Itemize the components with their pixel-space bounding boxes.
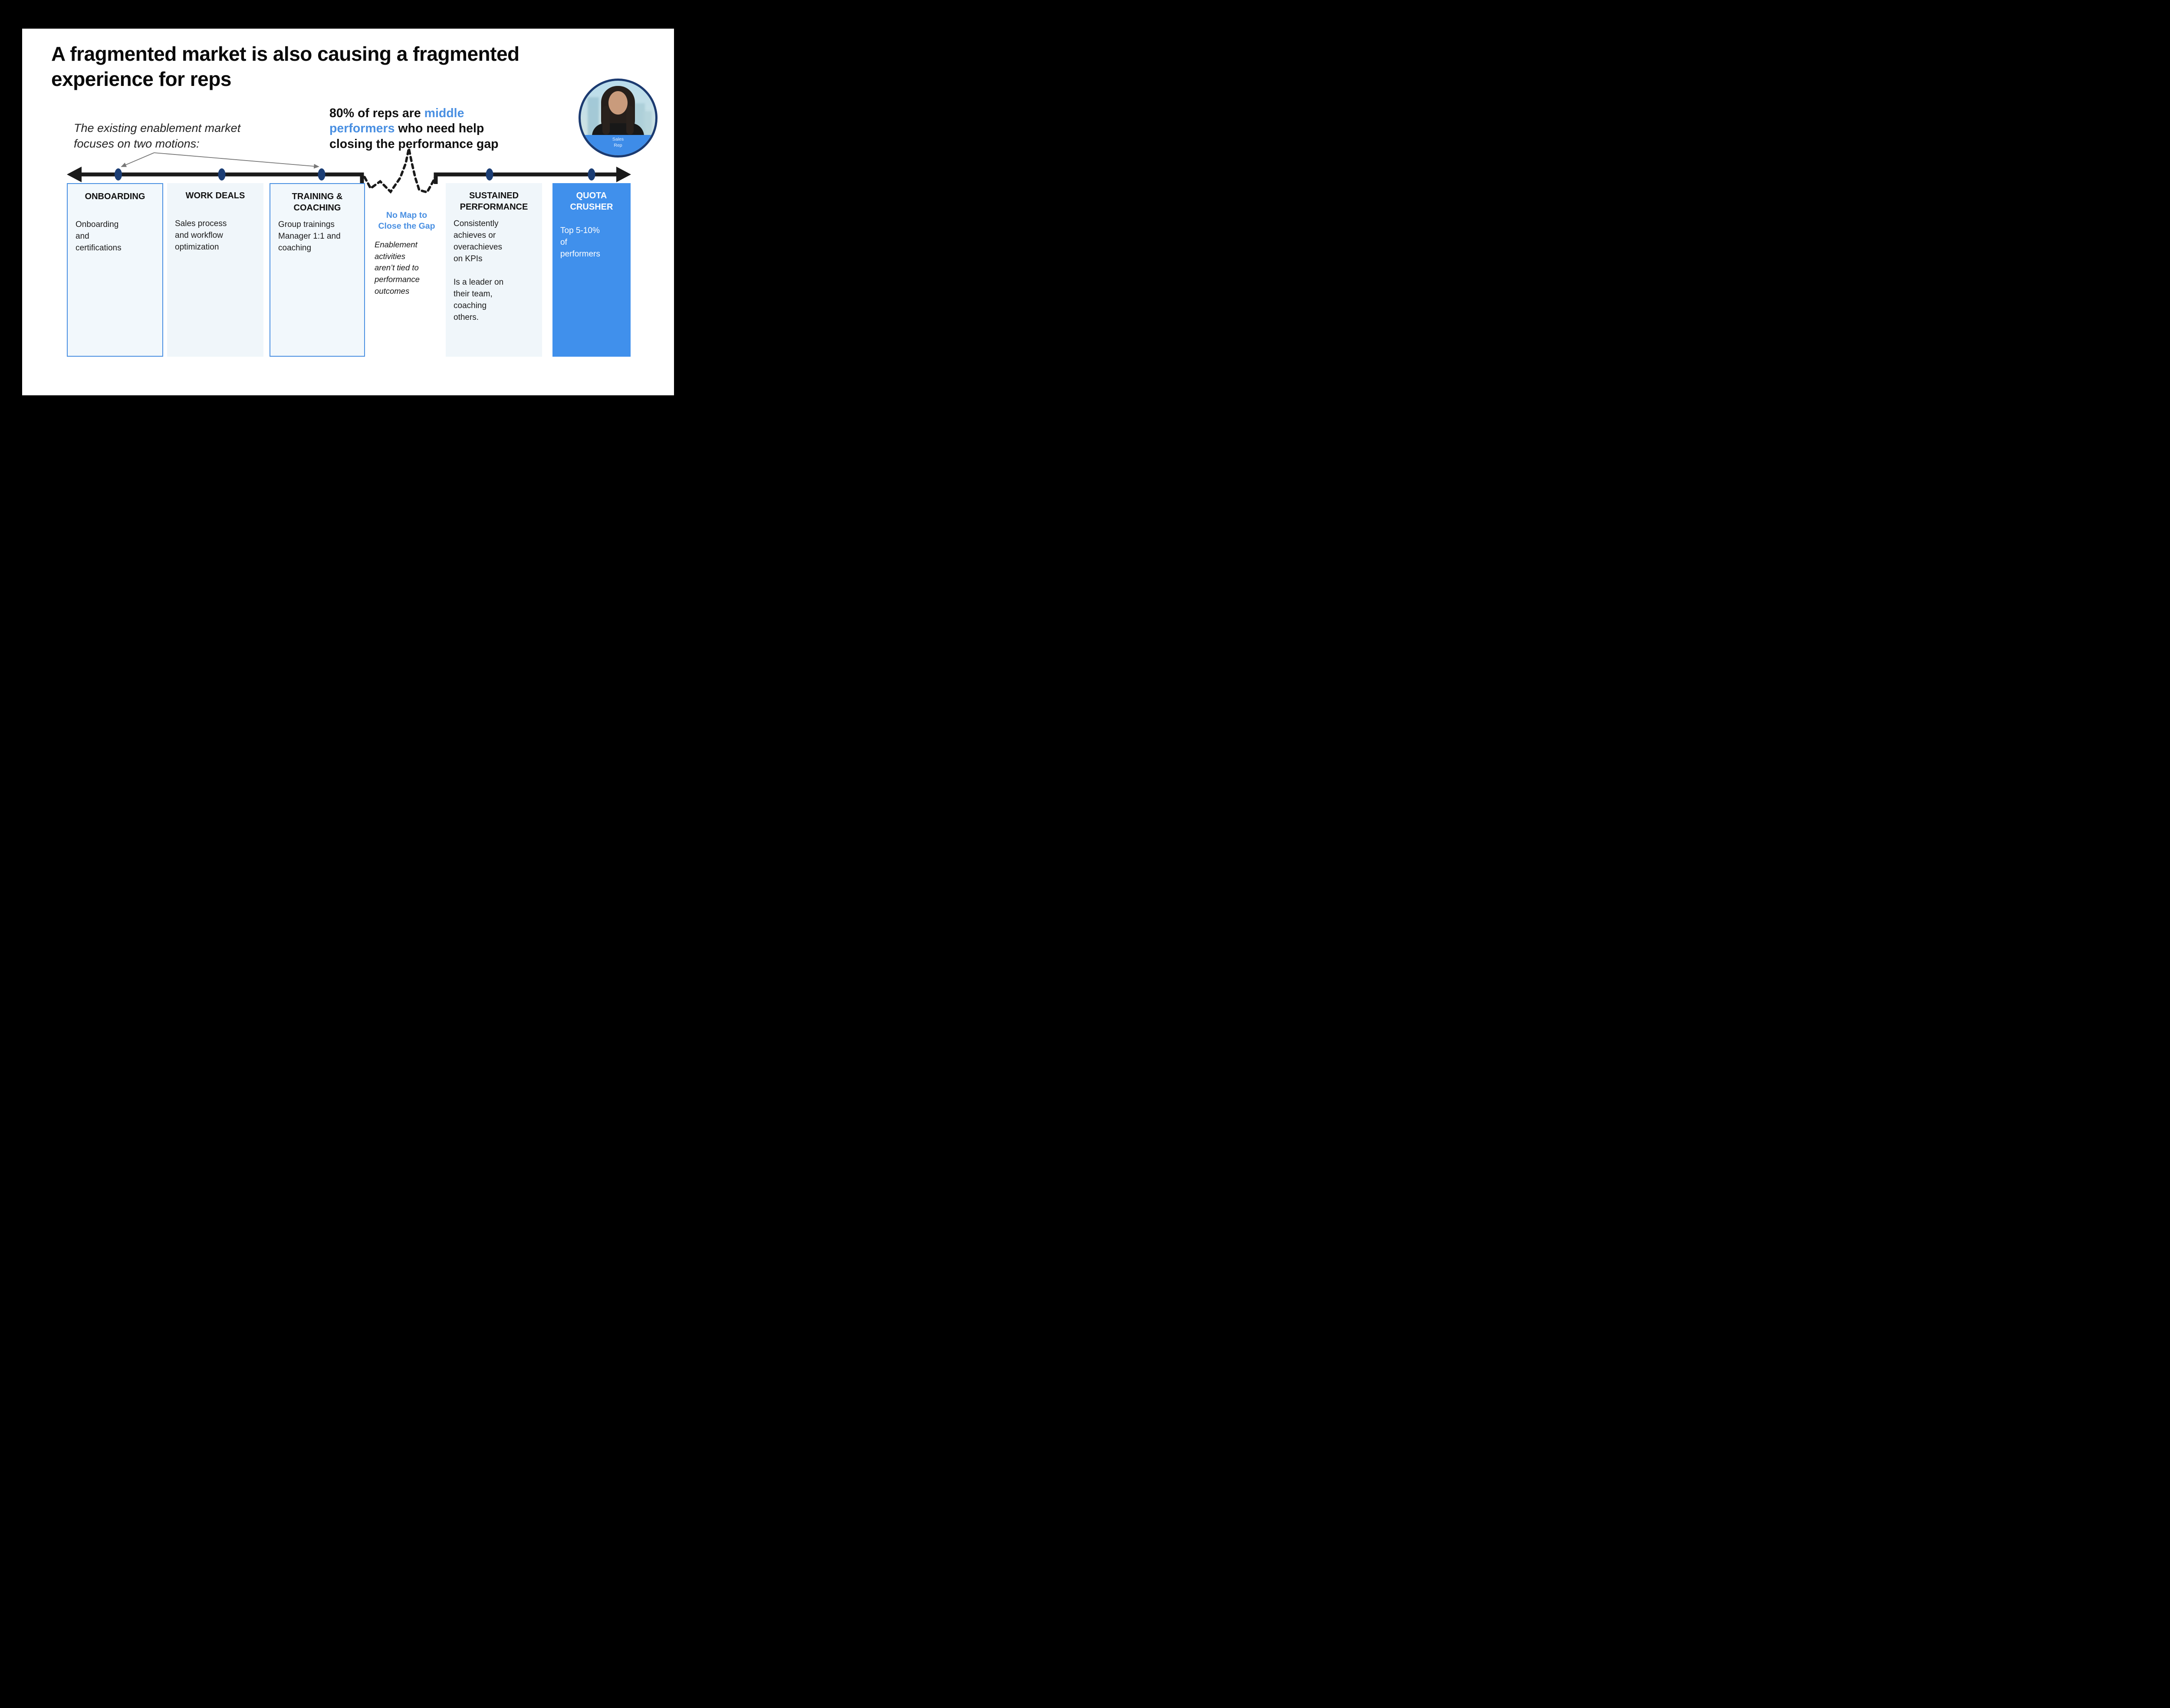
- person-hair: [602, 106, 610, 135]
- box-body-2: Is a leader on their team, coaching othe…: [454, 277, 504, 322]
- middle-performers-stat: 80% of reps are middle performers who ne…: [329, 106, 538, 152]
- person-hair: [626, 106, 634, 135]
- timeline-graphic: [67, 148, 631, 194]
- person-face: [608, 91, 628, 115]
- enablement-market-annotation: The existing enablement market focuses o…: [74, 122, 241, 150]
- box-body: Group trainings Manager 1:1 and coaching: [278, 220, 341, 253]
- annotation-pointer-right: [154, 152, 319, 169]
- stage-box-work-deals: WORK DEALS Sales process and workflow op…: [167, 183, 263, 357]
- sales-rep-label: Sales Rep: [581, 135, 655, 155]
- timeline-dot-training: [318, 168, 326, 181]
- annotation-pointer-left: [121, 152, 155, 167]
- timeline-broken-gap: [363, 148, 437, 194]
- box-header: ONBOARDING: [85, 192, 145, 201]
- stage-box-sustained-performance: SUSTAINED PERFORMANCE Consistently achie…: [446, 183, 542, 357]
- gap-title: No Map to Close the Gap: [378, 210, 435, 231]
- box-body: Consistently achieves or overachieves on…: [454, 219, 502, 264]
- box-header: TRAINING & COACHING: [292, 192, 343, 213]
- slide-title: A fragmented market is also causing a fr…: [51, 43, 519, 90]
- stat-highlight: middle performers: [329, 106, 464, 136]
- box-header: SUSTAINED PERFORMANCE: [460, 191, 528, 212]
- slide: A fragmented market is also causing a fr…: [22, 29, 674, 395]
- timeline-dot-quota: [588, 168, 595, 181]
- timeline-right-segment: [434, 172, 619, 184]
- stat-part1: 80% of reps are: [329, 106, 424, 120]
- sales-rep-photo: Sales Rep: [579, 79, 658, 158]
- screen-background: A fragmented market is also causing a fr…: [0, 0, 700, 427]
- box-body: Sales process and workflow optimization: [175, 219, 227, 252]
- box-header: QUOTA CRUSHER: [570, 191, 613, 212]
- stage-box-onboarding: ONBOARDING Onboarding and certifications: [67, 183, 163, 357]
- gap-body: Enablement activities aren’t tied to per…: [375, 240, 420, 296]
- stage-box-training-coaching: TRAINING & COACHING Group trainings Mana…: [270, 183, 365, 357]
- stat-part2: who need help closing the performance ga…: [329, 122, 499, 151]
- box-header: WORK DEALS: [185, 191, 245, 200]
- timeline-left-segment: [80, 172, 364, 183]
- performance-gap-callout: No Map to Close the Gap Enablement activ…: [370, 183, 443, 357]
- stage-box-quota-crusher: QUOTA CRUSHER Top 5-10% of performers: [552, 183, 631, 357]
- box-body: Onboarding and certifications: [76, 220, 122, 253]
- box-body: Top 5-10% of performers: [560, 226, 600, 259]
- timeline-dot-sustained: [486, 168, 493, 181]
- timeline-arrow-right-icon: [616, 167, 631, 182]
- timeline-arrow-left-icon: [67, 167, 82, 182]
- timeline-dot-onboarding: [115, 168, 122, 181]
- timeline-dot-work-deals: [218, 168, 226, 181]
